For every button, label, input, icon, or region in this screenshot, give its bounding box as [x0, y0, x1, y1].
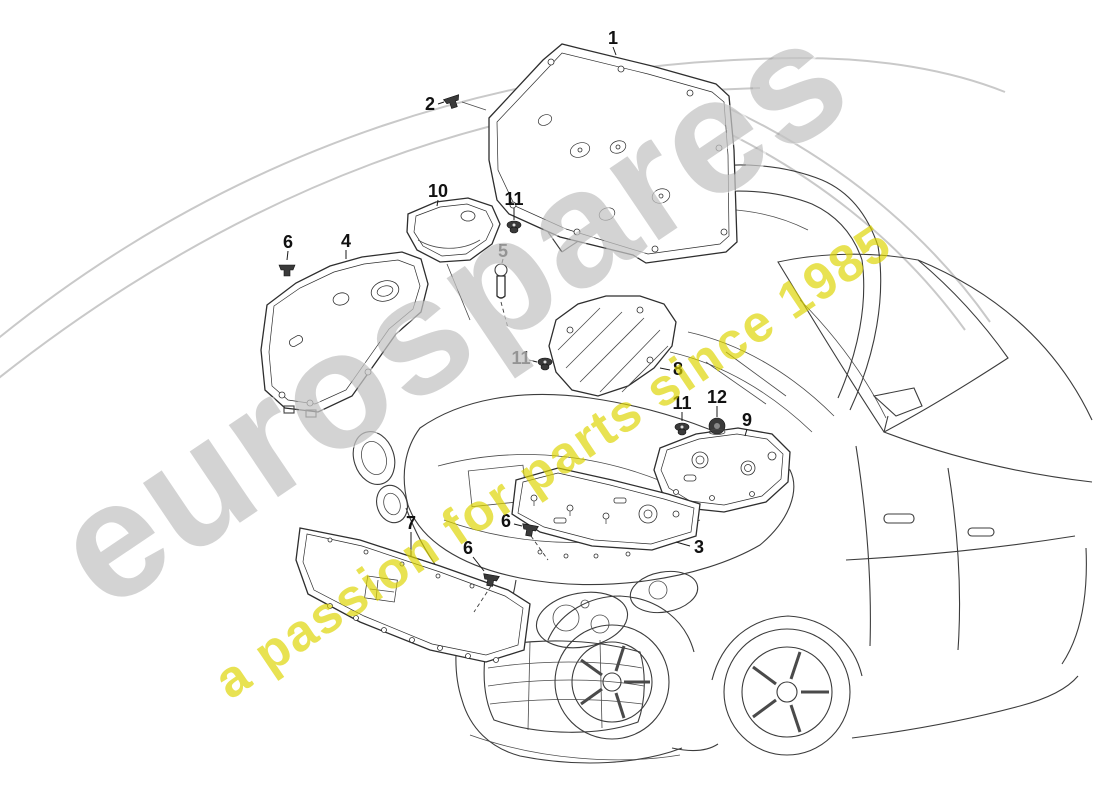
part-9-side-absorber-right — [653, 427, 791, 513]
callout-4[interactable]: 4 — [341, 231, 351, 251]
part-10-bracket-absorber — [406, 197, 501, 321]
part-6-clip — [483, 573, 500, 587]
callout-2[interactable]: 2 — [425, 94, 435, 114]
callout-11c[interactable]: 11 — [672, 393, 691, 413]
callout-11b[interactable]: 11 — [511, 348, 530, 368]
callout-8[interactable]: 8 — [673, 359, 683, 379]
callout-6c[interactable]: 6 — [463, 538, 473, 558]
callout-1[interactable]: 1 — [608, 28, 618, 48]
callout-10[interactable]: 10 — [428, 181, 448, 201]
part-6-clip — [522, 523, 539, 537]
part-1-hood-sound-absorber — [488, 43, 738, 264]
part-5-retainer — [494, 263, 509, 329]
callout-12[interactable]: 12 — [707, 387, 727, 407]
part-11-grommet — [537, 357, 553, 371]
part-4-side-absorber-left — [260, 251, 429, 418]
part-12-plug — [708, 417, 726, 435]
callout-6a[interactable]: 6 — [283, 232, 293, 252]
callout-3[interactable]: 3 — [694, 537, 704, 557]
part-3-underside-absorber — [511, 467, 701, 559]
leader-lines — [286, 46, 748, 572]
part-11-grommet — [674, 422, 690, 436]
callout-5[interactable]: 5 — [498, 241, 508, 261]
callout-7[interactable]: 7 — [406, 513, 416, 533]
part-7-front-absorber — [295, 527, 531, 663]
callout-11a[interactable]: 11 — [504, 189, 523, 209]
callout-6b[interactable]: 6 — [501, 511, 511, 531]
callout-9[interactable]: 9 — [742, 410, 752, 430]
car-line-art — [352, 164, 1093, 764]
part-6-clip — [278, 264, 296, 277]
part-2-clip — [442, 94, 460, 109]
part-8-bulkhead-absorber — [548, 295, 677, 397]
part-11-grommet — [506, 220, 522, 234]
